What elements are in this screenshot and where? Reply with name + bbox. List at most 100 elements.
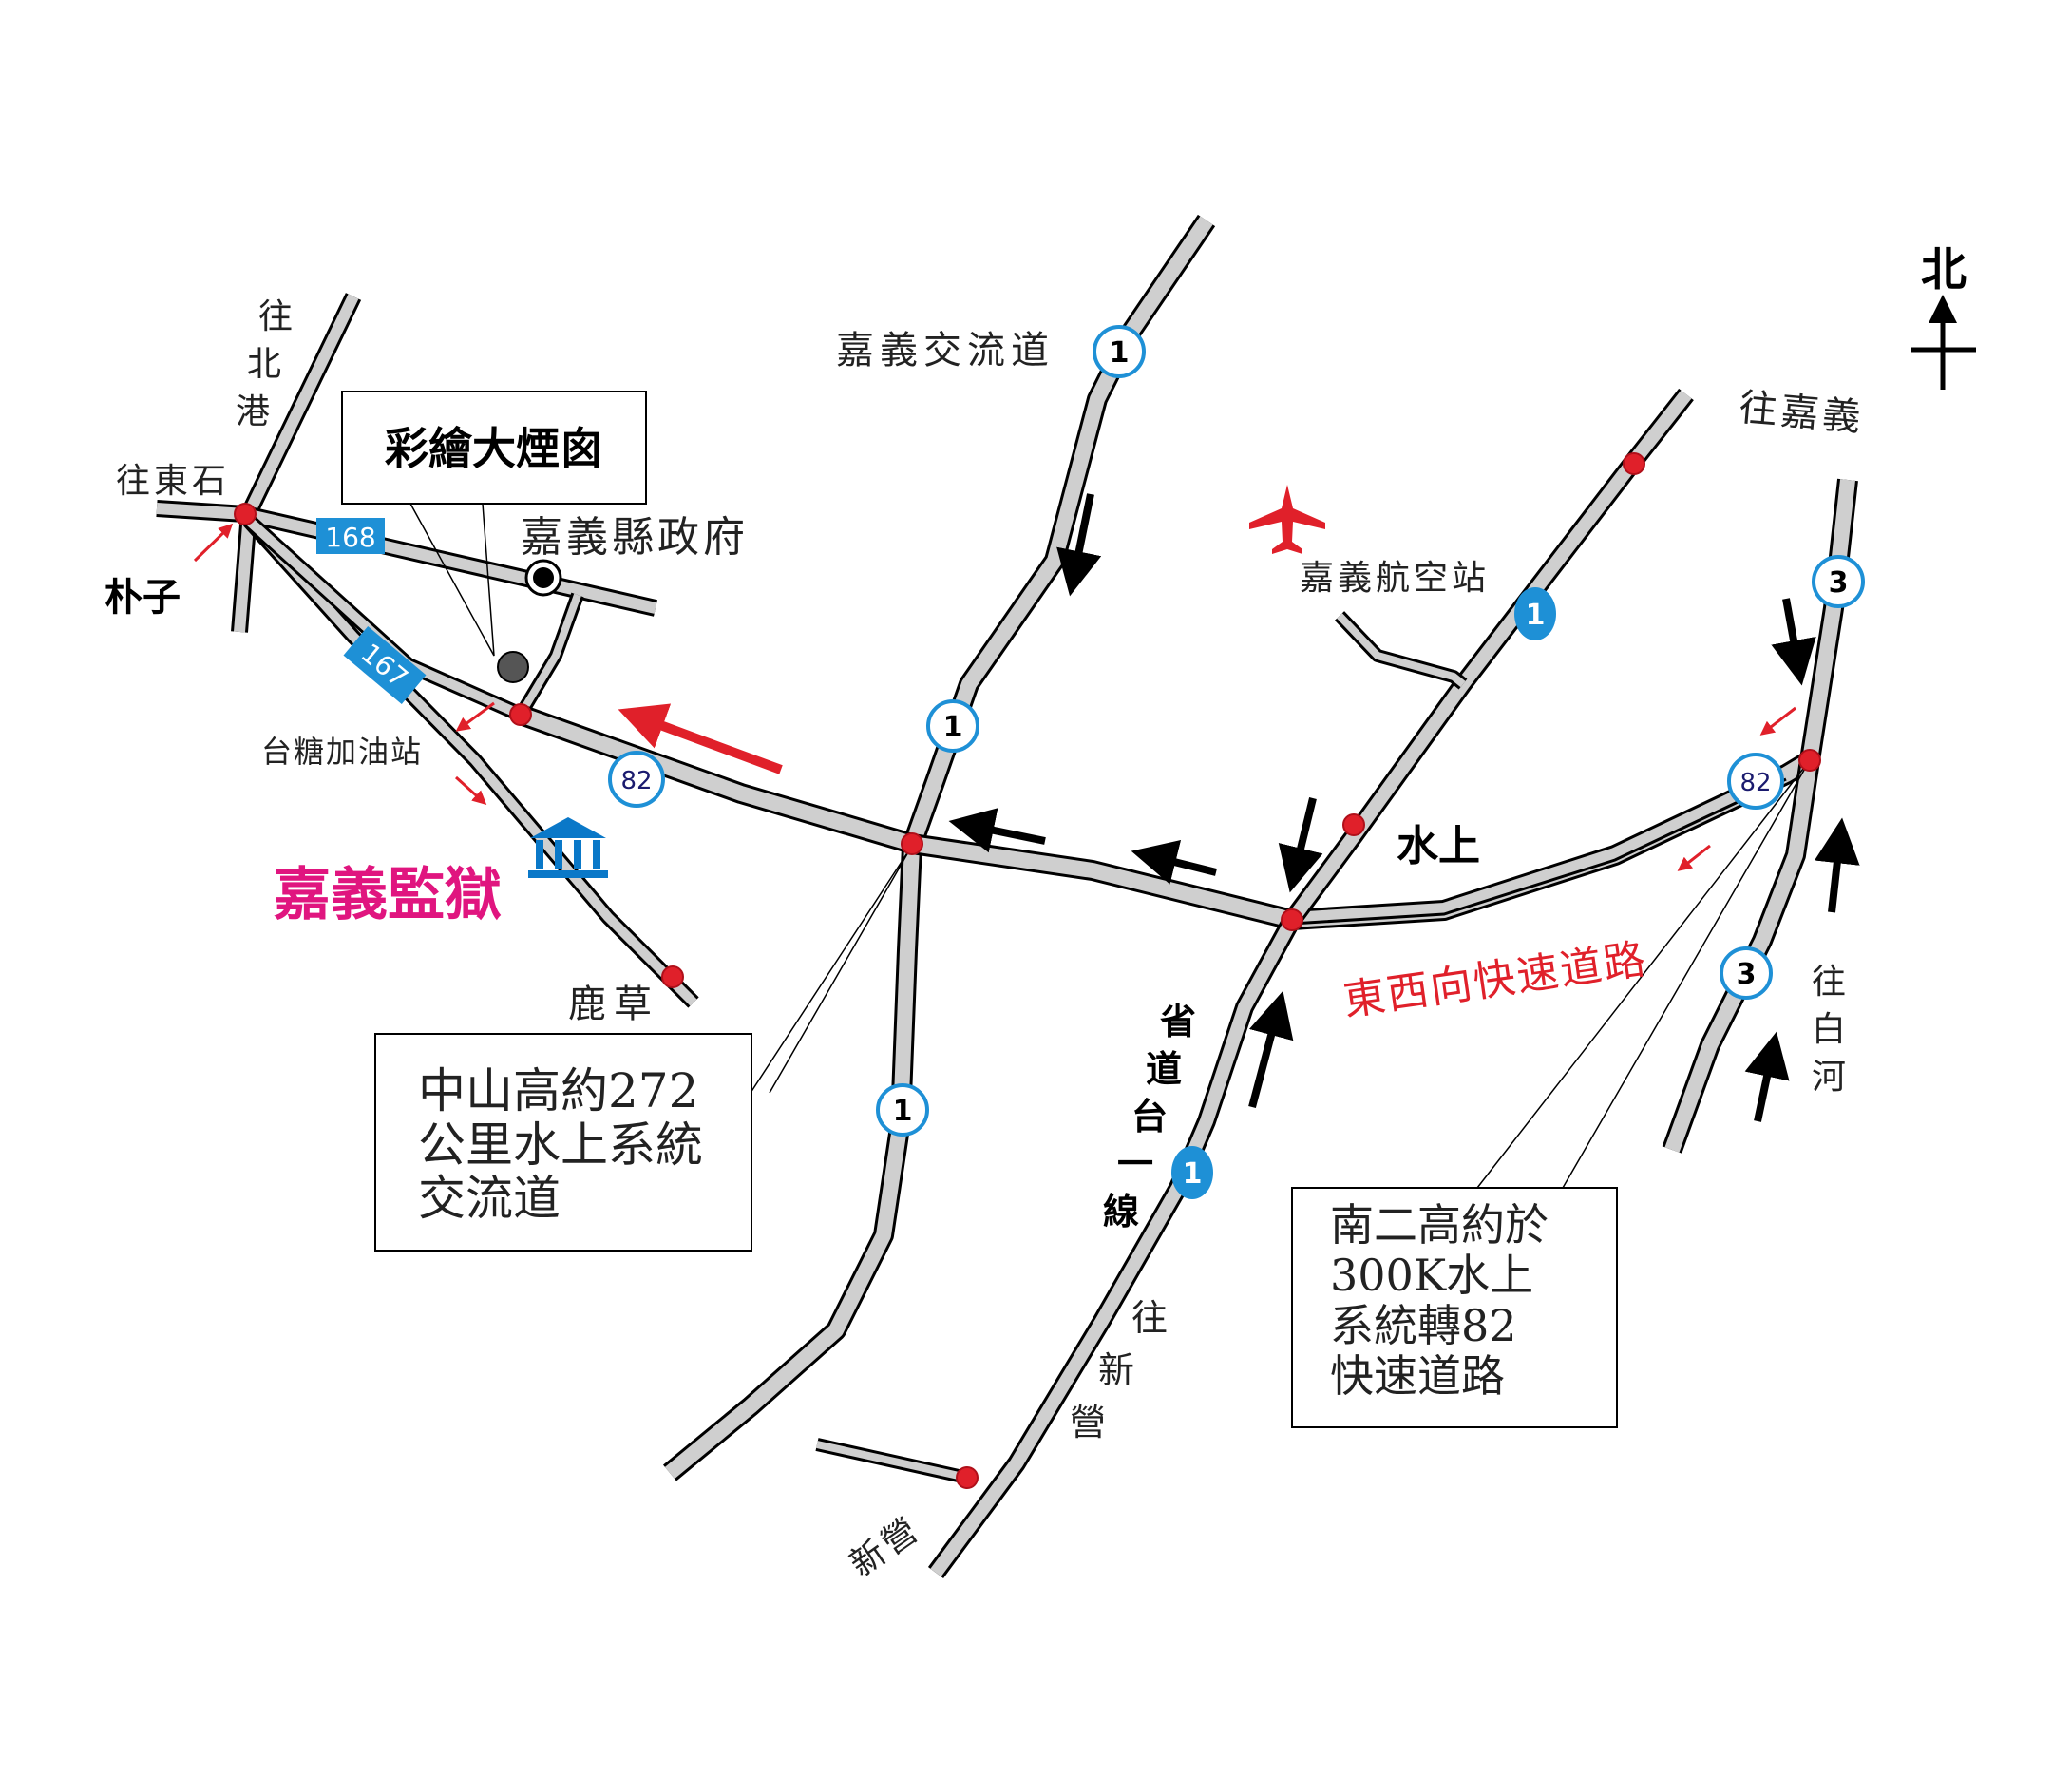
arrow-82-west-2 — [1131, 840, 1217, 885]
shield-168: 168 — [316, 518, 385, 554]
label-lucao: 鹿草 — [568, 983, 659, 1026]
svg-text:新: 新 — [1098, 1349, 1134, 1391]
svg-text:往: 往 — [1131, 1297, 1168, 1339]
callout-chimney: 彩繪大煙囪 — [341, 391, 647, 505]
svg-text:一: 一 — [1117, 1143, 1153, 1185]
label-east-west-expressway: 東西向快速道路 — [1340, 935, 1650, 1025]
junction-lucao — [661, 965, 684, 988]
svg-text:3: 3 — [1737, 958, 1757, 991]
callout-sun-yat-sen-line-1: 中山高約272 — [418, 1063, 698, 1118]
building-icon — [528, 817, 608, 878]
callout-sun-yat-sen-line-2: 公里水上系統 — [418, 1118, 703, 1173]
shield-freeway-3-north: 3 — [1812, 555, 1865, 608]
svg-text:河: 河 — [1812, 1058, 1846, 1097]
arrow-red-f3-1 — [1759, 706, 1796, 736]
junction-82-west — [509, 703, 532, 726]
shield-freeway-1-north: 1 — [1093, 325, 1146, 378]
shield-provincial-1-north: 1 — [1514, 587, 1556, 640]
junctions — [234, 452, 1821, 1489]
svg-text:北: 北 — [247, 345, 281, 384]
label-prison: 嘉義監獄 — [274, 862, 502, 928]
chimney-dot-icon — [497, 651, 529, 683]
label-chiayi-interchange: 嘉義交流道 — [836, 329, 1055, 373]
arrow-red-167-2 — [454, 775, 487, 806]
svg-text:台: 台 — [1131, 1096, 1168, 1137]
label-to-xinying: 往 新 營 — [1070, 1297, 1168, 1443]
svg-text:1: 1 — [943, 711, 963, 744]
svg-text:白: 白 — [1812, 1010, 1846, 1049]
svg-text:營: 營 — [1070, 1402, 1106, 1443]
label-shuishang: 水上 — [1397, 822, 1480, 870]
svg-text:1: 1 — [1526, 599, 1546, 632]
callout-second-southern-line-4: 快速道路 — [1330, 1350, 1505, 1402]
svg-text:線: 線 — [1103, 1191, 1139, 1232]
road-xinying-spur — [815, 1438, 969, 1484]
svg-text:港: 港 — [236, 392, 270, 431]
callout-second-southern-line-3: 系統轉82 — [1330, 1300, 1517, 1351]
arrow-red-puzi — [193, 523, 234, 563]
road-county-gov-spur — [514, 592, 584, 718]
callout-second-southern-line-2: 300K水上 — [1330, 1250, 1533, 1301]
shield-freeway-3-south: 3 — [1720, 946, 1773, 1000]
callout-sun-yat-sen: 中山高約272 公里水上系統 交流道 — [374, 1033, 752, 1252]
arrow-82-red-big — [618, 703, 783, 774]
junction-xinying — [956, 1466, 979, 1489]
svg-text:1: 1 — [893, 1095, 913, 1128]
svg-text:82: 82 — [1739, 769, 1771, 797]
label-county-government: 嘉義縣政府 — [521, 513, 749, 562]
airplane-icon — [1249, 485, 1325, 554]
callout-sun-yat-sen-line-3: 交流道 — [418, 1171, 561, 1226]
road-airport-spur — [1334, 611, 1468, 690]
svg-text:省: 省 — [1160, 1001, 1196, 1042]
arrow-f1-south — [1056, 493, 1102, 597]
svg-text:168: 168 — [325, 522, 375, 553]
shields: 168 167 1 1 1 3 3 — [316, 325, 1865, 1199]
label-to-dongshi: 往東石 — [116, 462, 230, 501]
callout-second-southern-line-1: 南二高約於 — [1330, 1199, 1549, 1251]
svg-text:82: 82 — [620, 767, 652, 795]
shield-freeway-1-south: 1 — [876, 1083, 929, 1137]
arrow-prov-south — [1278, 797, 1323, 893]
junction-chiayi-north — [1623, 452, 1645, 475]
junction-sun-yat-sen — [901, 832, 923, 855]
callout-chimney-text: 彩繪大煙囪 — [385, 423, 603, 474]
label-taisugar-station: 台糖加油站 — [261, 734, 423, 770]
svg-text:3: 3 — [1829, 566, 1849, 600]
shield-provincial-1-south: 1 — [1171, 1146, 1213, 1199]
svg-text:1: 1 — [1183, 1157, 1203, 1191]
leader-lines — [409, 503, 1811, 1189]
shield-82-west: 82 — [608, 751, 665, 808]
svg-text:道: 道 — [1146, 1048, 1182, 1090]
label-puzi: 朴子 — [105, 576, 181, 620]
label-to-baihe: 往 白 河 — [1812, 963, 1846, 1097]
label-to-chiayi: 往嘉義 — [1738, 386, 1867, 440]
arrow-red-f3-2 — [1677, 844, 1711, 871]
expressway-edge — [1291, 777, 1787, 926]
label-xinying: 新營 — [843, 1509, 927, 1584]
labels: 往 北 港 往東石 朴子 台糖加油站 鹿草 嘉義縣政府 嘉義交流道 嘉義航空站 … — [105, 243, 1967, 1585]
shield-freeway-1-mid: 1 — [926, 699, 979, 753]
shield-82-east: 82 — [1727, 753, 1784, 810]
arrow-f3-south — [1771, 598, 1816, 686]
junction-freeway-3 — [1798, 749, 1821, 772]
label-chiayi-airport: 嘉義航空站 — [1300, 559, 1490, 598]
arrow-82-west-1 — [948, 808, 1046, 853]
bullseye-icon — [524, 559, 562, 597]
svg-text:往: 往 — [258, 297, 293, 336]
label-to-beigang: 往 北 港 — [236, 297, 293, 431]
road-167 — [243, 515, 699, 1008]
svg-text:1: 1 — [1110, 336, 1130, 370]
callout-second-southern: 南二高約於 300K水上 系統轉82 快速道路 — [1291, 1187, 1618, 1428]
direction-arrows — [193, 493, 1860, 1122]
road-freeway-3 — [1662, 478, 1858, 1154]
junction-shuishang-82 — [1281, 908, 1303, 931]
junction-puzi — [234, 503, 257, 525]
arrow-f3-north-2 — [1744, 1031, 1790, 1122]
arrow-red-167-1 — [455, 701, 495, 732]
label-north: 北 — [1921, 243, 1967, 296]
north-arrow-icon — [1911, 295, 1976, 390]
svg-text:往: 往 — [1812, 963, 1846, 1002]
label-provincial-road: 省 道 台 一 線 — [1103, 1001, 1196, 1232]
junction-shuishang-north — [1342, 813, 1365, 836]
